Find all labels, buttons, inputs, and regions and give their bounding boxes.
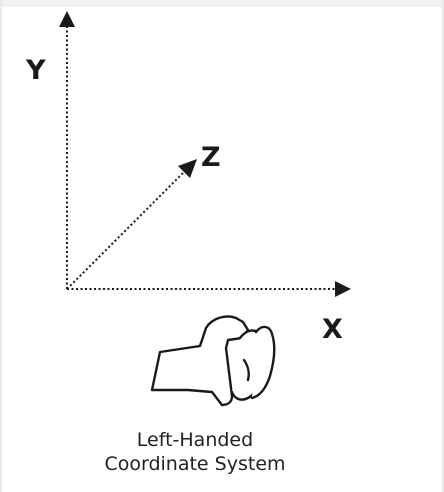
caption-line-1: Left-Handed (136, 429, 254, 451)
top-band (0, 0, 444, 7)
figure-caption: Left-Handed Coordinate System (60, 428, 330, 476)
x-axis-arrowhead (335, 281, 351, 297)
y-axis-arrowhead (59, 11, 75, 27)
x-axis-label: X (322, 314, 343, 345)
z-axis-label: Z (201, 142, 221, 173)
caption-line-2: Coordinate System (104, 453, 286, 475)
z-axis-line (66, 171, 185, 290)
z-axis-arrowhead (178, 159, 197, 178)
right-edge (442, 0, 444, 492)
left-edge (0, 0, 2, 492)
left-hand-icon (150, 315, 276, 407)
y-axis-label: Y (26, 55, 46, 86)
